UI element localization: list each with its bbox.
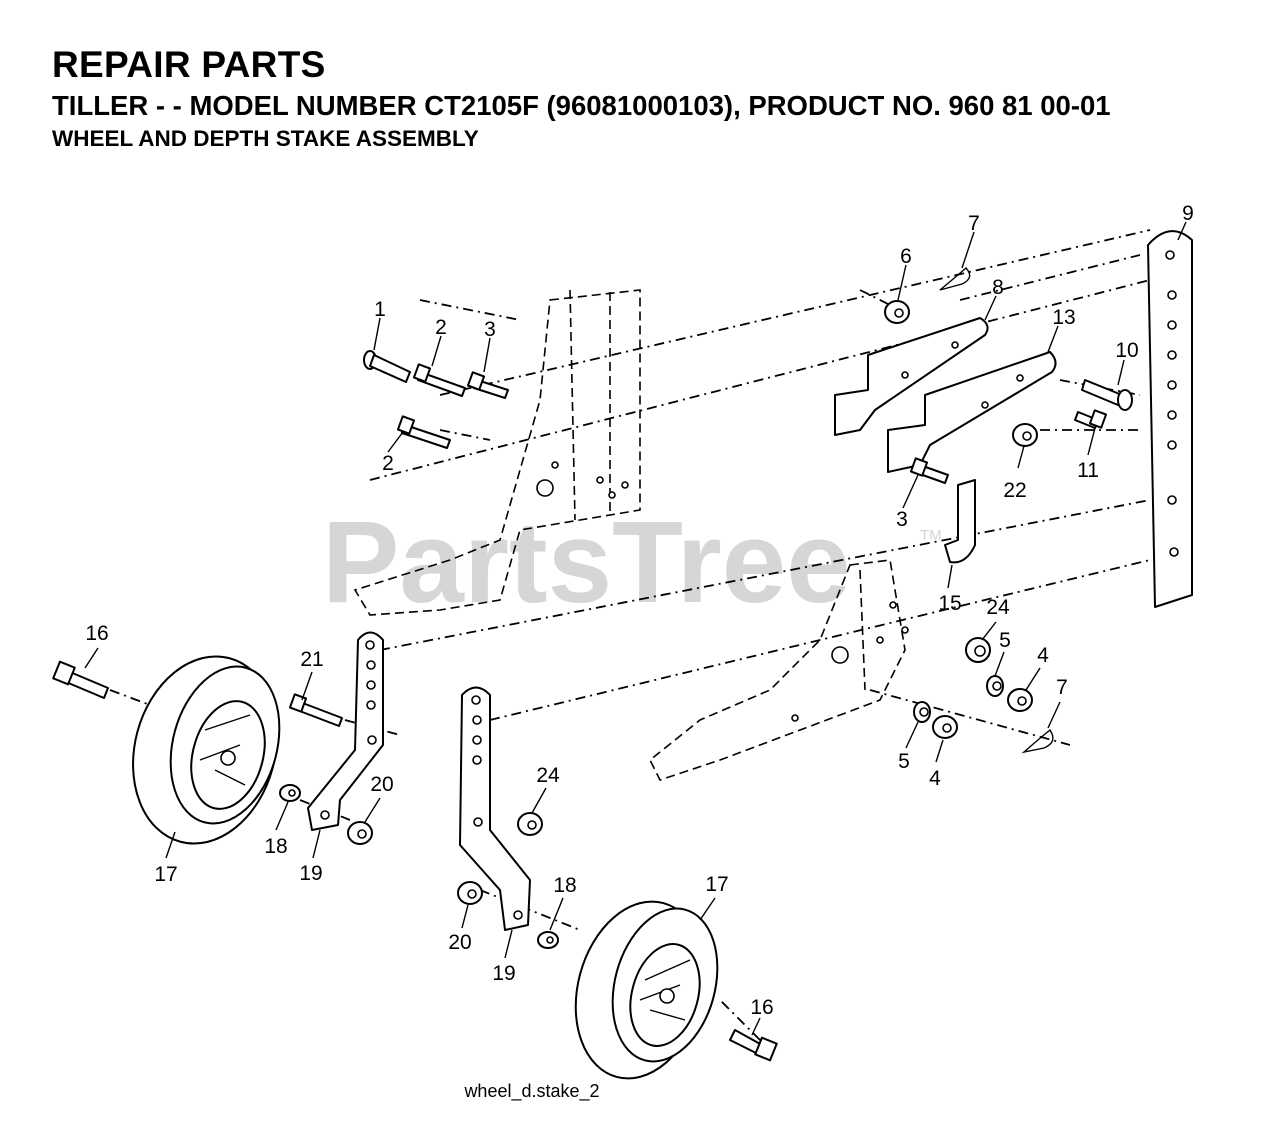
callout-6: 6 — [900, 245, 912, 268]
part-19-wheel-bracket-left — [307, 631, 384, 831]
callout-7: 7 — [1056, 676, 1068, 699]
callout-3: 3 — [896, 508, 908, 531]
callout-4: 4 — [1037, 644, 1049, 667]
page-title: REPAIR PARTS — [52, 44, 326, 85]
part-17-wheel-left — [132, 655, 281, 845]
callout-22: 22 — [1003, 479, 1026, 502]
callout-9: 9 — [1182, 202, 1194, 225]
part-8-bracket — [834, 317, 989, 436]
callout-18: 18 — [553, 874, 576, 897]
callout-19: 19 — [492, 962, 515, 985]
callout-8: 8 — [992, 276, 1004, 299]
callout-5: 5 — [999, 629, 1011, 652]
part-1-pin — [363, 350, 411, 383]
callout-7: 7 — [968, 212, 980, 235]
callout-15: 15 — [938, 592, 961, 615]
part-10-pin — [1081, 379, 1133, 411]
callout-17: 17 — [154, 863, 177, 886]
watermark-trademark: TM — [920, 527, 942, 544]
callout-labels: 1 2 3 2 3 6 7 8 9 13 10 11 22 15 16 21 1… — [85, 202, 1194, 1019]
callout-20: 20 — [448, 931, 471, 954]
tiller-frame-outline — [353, 289, 909, 781]
callout-4: 4 — [929, 767, 941, 790]
nuts-and-washers — [279, 300, 1038, 949]
callout-13: 13 — [1052, 306, 1075, 329]
part-15-clip — [944, 479, 976, 564]
callout-20: 20 — [370, 773, 393, 796]
callout-17: 17 — [705, 873, 728, 896]
part-13-bracket — [887, 351, 1057, 473]
part-17-wheel-right — [574, 900, 719, 1080]
part-9-depth-stake — [1147, 230, 1193, 608]
leader-lines — [84, 221, 1187, 1036]
callout-19: 19 — [299, 862, 322, 885]
callout-1: 1 — [374, 298, 386, 321]
callout-3: 3 — [484, 318, 496, 341]
callout-10: 10 — [1115, 339, 1138, 362]
callout-16: 16 — [750, 996, 773, 1019]
callout-11: 11 — [1077, 459, 1099, 482]
part-19-wheel-bracket-right — [459, 686, 531, 931]
section-title: WHEEL AND DEPTH STAKE ASSEMBLY — [52, 126, 479, 151]
callout-18: 18 — [264, 835, 287, 858]
figure-caption: wheel_d.stake_2 — [463, 1081, 599, 1102]
callout-16: 16 — [85, 622, 108, 645]
callout-2: 2 — [382, 452, 394, 475]
callout-24: 24 — [536, 764, 560, 787]
watermark: PartsTree — [322, 497, 851, 627]
callout-5: 5 — [898, 750, 910, 773]
callout-24: 24 — [986, 596, 1010, 619]
callout-2: 2 — [435, 316, 447, 339]
model-subtitle: TILLER - - MODEL NUMBER CT2105F (9608100… — [52, 90, 1111, 121]
callout-21: 21 — [300, 648, 323, 671]
hairpin-clips — [939, 267, 1054, 754]
